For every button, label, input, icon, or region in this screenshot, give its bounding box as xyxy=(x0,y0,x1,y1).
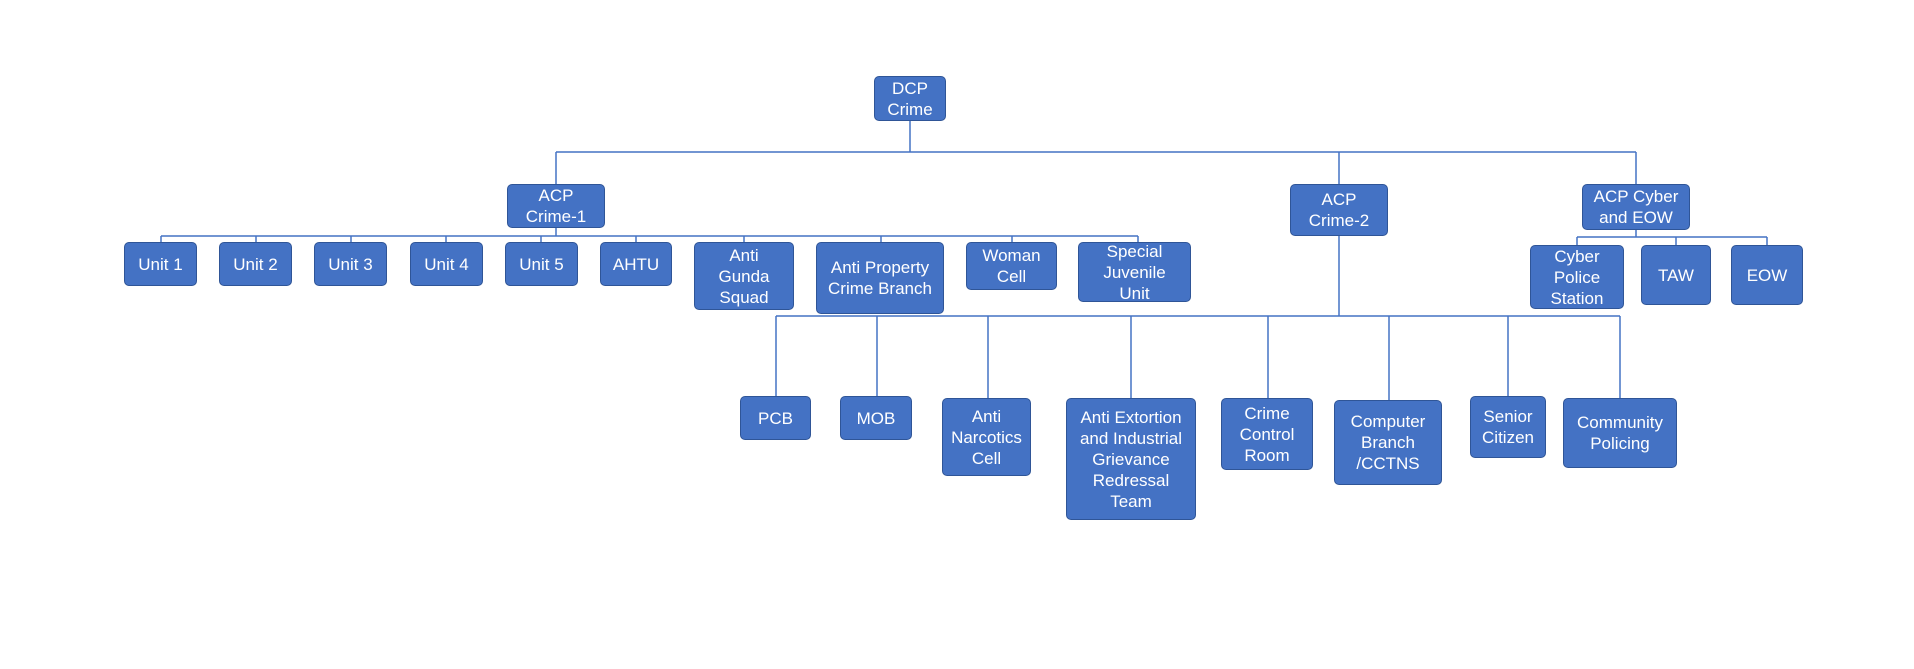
node-mob: MOB xyxy=(840,396,912,440)
node-eow: EOW xyxy=(1731,245,1803,305)
node-cyber-police-station: Cyber Police Station xyxy=(1530,245,1624,309)
node-anti-property-crime-branch: Anti Property Crime Branch xyxy=(816,242,944,314)
node-unit-4: Unit 4 xyxy=(410,242,483,286)
node-anti-extortion-team: Anti Extortion and Industrial Grievance … xyxy=(1066,398,1196,520)
node-anti-narcotics-cell: Anti Narcotics Cell xyxy=(942,398,1031,476)
node-acp-crime-2: ACP Crime-2 xyxy=(1290,184,1388,236)
node-crime-control-room: Crime Control Room xyxy=(1221,398,1313,470)
node-unit-5: Unit 5 xyxy=(505,242,578,286)
node-anti-gunda-squad: Anti Gunda Squad xyxy=(694,242,794,310)
node-acp-crime-1: ACP Crime-1 xyxy=(507,184,605,228)
node-unit-3: Unit 3 xyxy=(314,242,387,286)
node-unit-2: Unit 2 xyxy=(219,242,292,286)
node-community-policing: Community Policing xyxy=(1563,398,1677,468)
node-ahtu: AHTU xyxy=(600,242,672,286)
node-acp-cyber-eow: ACP Cyber and EOW xyxy=(1582,184,1690,230)
node-taw: TAW xyxy=(1641,245,1711,305)
node-unit-1: Unit 1 xyxy=(124,242,197,286)
node-computer-branch-cctns: Computer Branch /CCTNS xyxy=(1334,400,1442,485)
node-pcb: PCB xyxy=(740,396,811,440)
node-senior-citizen: Senior Citizen xyxy=(1470,396,1546,458)
node-woman-cell: Woman Cell xyxy=(966,242,1057,290)
node-special-juvenile-unit: Special Juvenile Unit xyxy=(1078,242,1191,303)
node-dcp-crime: DCP Crime xyxy=(874,76,946,121)
